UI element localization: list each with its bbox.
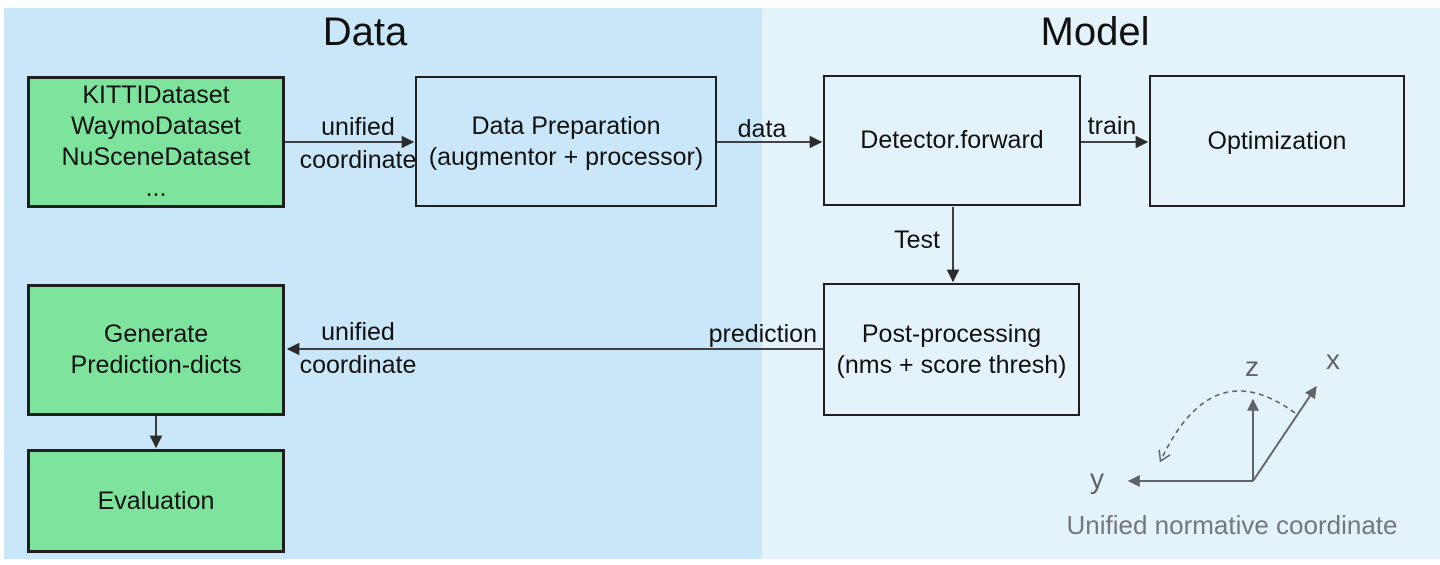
optimization-line1: Optimization	[1207, 126, 1347, 155]
edge-label-unified2: unified	[321, 318, 395, 346]
generate-prediction-line1: Generate	[103, 320, 209, 348]
edge-label-train: train	[1087, 112, 1137, 140]
detector-forward-box: Detector.forward	[823, 75, 1081, 206]
generate-prediction-dicts-box: Generate Prediction-dicts	[27, 284, 285, 416]
y-axis-label: y	[1090, 463, 1104, 494]
evaluation-line1: Evaluation	[97, 486, 215, 515]
edge-label-unified-coordinate-bottom: coordinate	[299, 146, 417, 174]
z-axis-label: z	[1245, 351, 1259, 382]
coordinate-caption: Unified normative coordinate	[1066, 510, 1398, 540]
data-preparation-line1: Data Preparation	[471, 111, 661, 140]
post-processing-line1: Post-processing	[861, 319, 1042, 348]
optimization-box: Optimization	[1149, 75, 1405, 207]
edge-label-coordinate2: coordinate	[299, 351, 417, 379]
post-processing-box: Post-processing (nms + score thresh)	[823, 283, 1080, 416]
edge-label-unified-coordinate-top: unified	[321, 113, 395, 141]
evaluation-box: Evaluation	[27, 449, 285, 553]
generate-prediction-line2: Prediction-dicts	[70, 351, 242, 379]
x-axis-label: x	[1326, 344, 1340, 375]
data-section-title: Data	[322, 10, 408, 54]
datasets-box-line2: WaymoDataset	[71, 112, 241, 140]
datasets-box-line1: KITTIDataset	[82, 81, 230, 109]
datasets-box-ellipsis: ...	[145, 174, 167, 202]
data-preparation-line2: (augmentor + processor)	[428, 142, 704, 171]
post-processing-line2: (nms + score thresh)	[836, 350, 1067, 379]
data-preparation-box: Data Preparation (augmentor + processor)	[415, 76, 717, 207]
model-section-title: Model	[1040, 10, 1150, 54]
detector-forward-line1: Detector.forward	[860, 126, 1044, 154]
datasets-box: KITTIDataset WaymoDataset NuSceneDataset…	[27, 76, 285, 208]
datasets-box-line3: NuSceneDataset	[61, 143, 251, 171]
edge-label-test: Test	[894, 226, 940, 254]
edge-label-prediction: prediction	[708, 320, 817, 348]
edge-label-data: data	[737, 115, 787, 143]
